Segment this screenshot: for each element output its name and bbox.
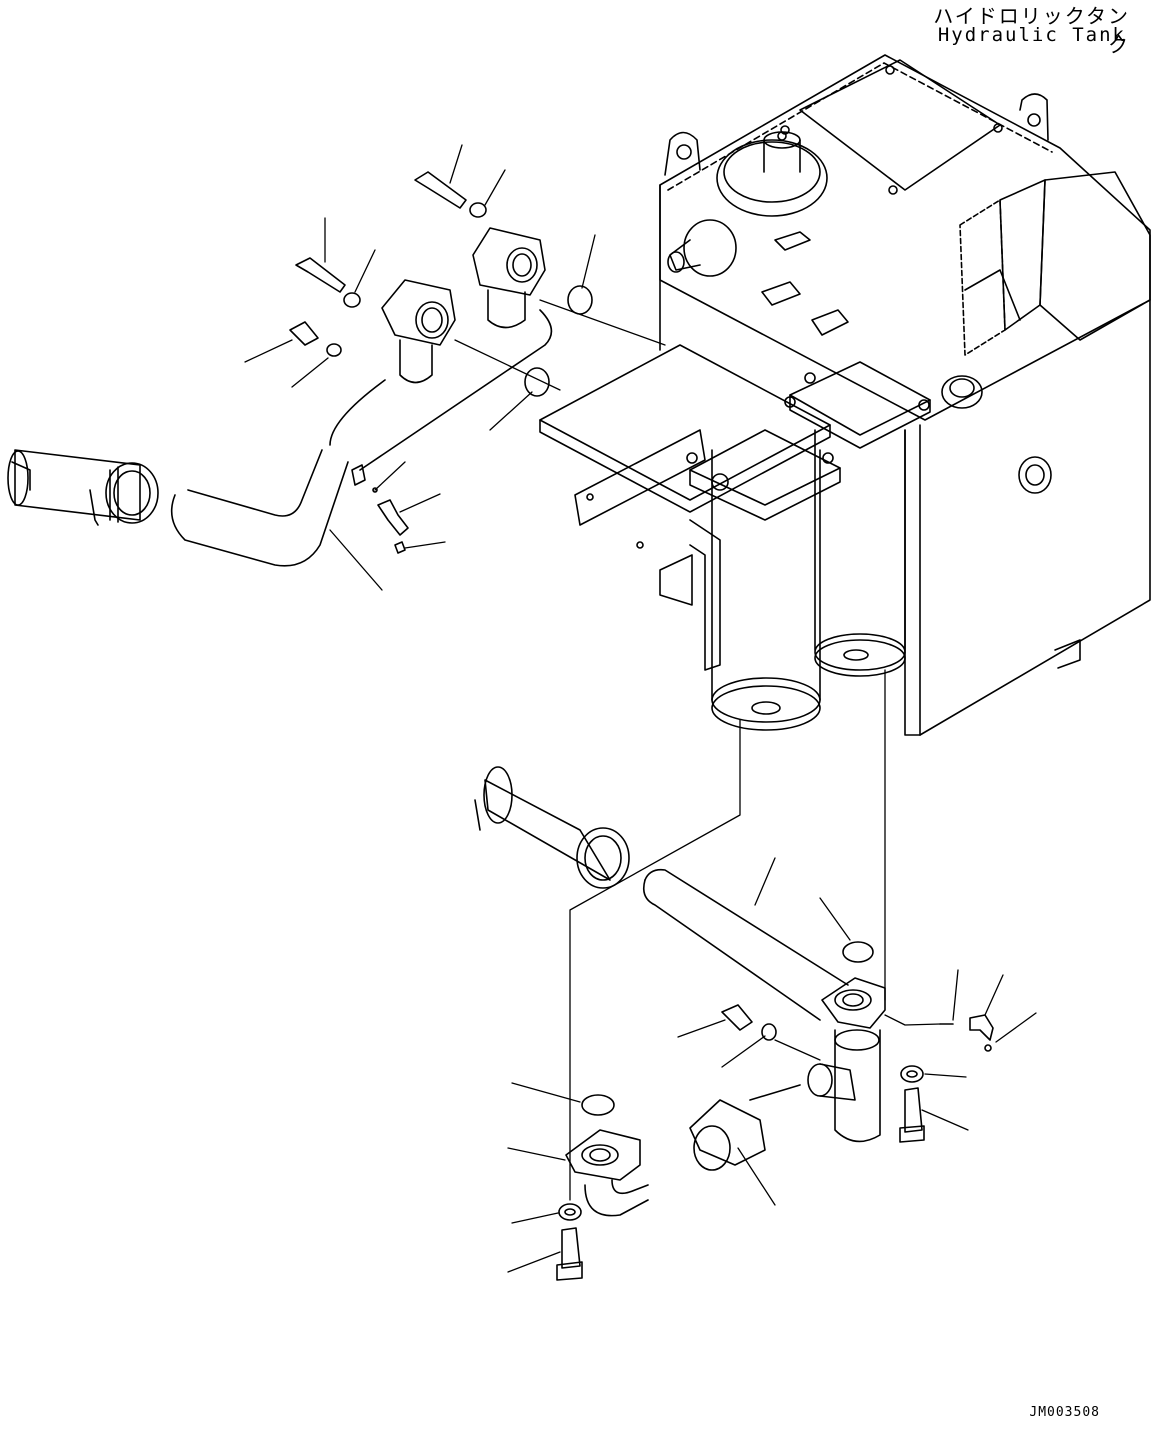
title-english: Hydraulic Tank (937, 24, 1126, 46)
drawing-id: JM003508 (1029, 1405, 1100, 1420)
title-japanese: ハイドロリックタンク (933, 4, 1130, 57)
lower-pipe-assembly (475, 767, 993, 1280)
filter-housings (540, 345, 930, 730)
upper-hose-assembly (8, 172, 592, 566)
leader-lines (245, 145, 1036, 1272)
